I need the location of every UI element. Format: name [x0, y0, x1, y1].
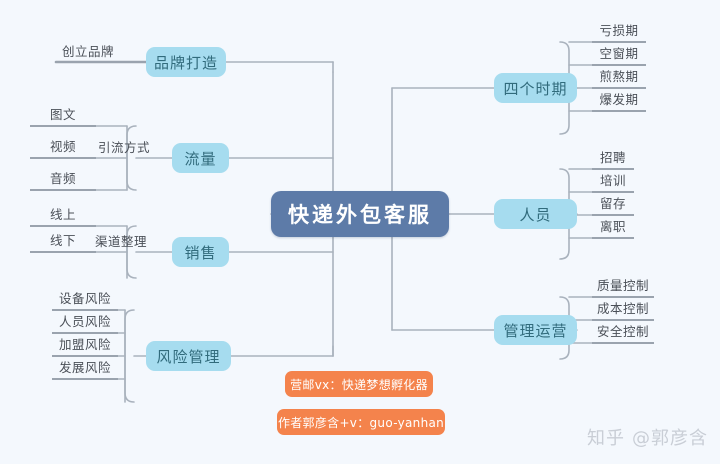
leaf-risk-0[interactable]: 设备风险 — [52, 291, 118, 311]
branch-node-traffic[interactable]: 流量 — [172, 143, 229, 173]
leaf-staff-2[interactable]: 留存 — [592, 196, 634, 216]
leaf-operations-0[interactable]: 质量控制 — [592, 278, 654, 298]
branch-node-operations[interactable]: 管理运营 — [494, 315, 577, 345]
branch-node-sales[interactable]: 销售 — [172, 237, 229, 267]
branch-node-staff[interactable]: 人员 — [494, 199, 577, 229]
branch-node-brand[interactable]: 品牌打造 — [146, 47, 226, 77]
badge-contact-vx[interactable]: 营邮vx：快递梦想孵化器 — [285, 371, 433, 397]
bracket-traffic — [126, 125, 137, 191]
connector-label-brand: 创立品牌 — [62, 44, 115, 59]
leaf-traffic-0[interactable]: 图文 — [30, 107, 96, 127]
leaf-traffic-1[interactable]: 视频 — [30, 139, 96, 159]
leaf-staff-1[interactable]: 培训 — [592, 173, 634, 193]
leaf-staff-3[interactable]: 离职 — [592, 219, 634, 239]
leaf-staff-0[interactable]: 招聘 — [592, 150, 634, 170]
leaf-operations-2[interactable]: 安全控制 — [592, 324, 654, 344]
connector-label-sales: 渠道整理 — [95, 234, 148, 249]
badge-author-wechat[interactable]: 作者郭彦含+v：guo-yanhan — [277, 409, 445, 435]
leaf-periods-0[interactable]: 亏损期 — [592, 23, 646, 43]
branch-node-periods[interactable]: 四个时期 — [494, 73, 577, 103]
bracket-risk — [124, 309, 135, 403]
leaf-periods-2[interactable]: 煎熬期 — [592, 69, 646, 89]
leaf-periods-1[interactable]: 空窗期 — [592, 46, 646, 66]
branch-node-risk[interactable]: 风险管理 — [146, 341, 231, 371]
connector-label-traffic: 引流方式 — [98, 140, 151, 155]
leaf-sales-0[interactable]: 线上 — [30, 207, 96, 227]
leaf-risk-1[interactable]: 人员风险 — [52, 314, 118, 334]
leaf-risk-3[interactable]: 发展风险 — [52, 360, 118, 380]
watermark: 知乎 @郭彦含 — [587, 424, 708, 450]
leaf-risk-2[interactable]: 加盟风险 — [52, 337, 118, 357]
leaf-traffic-2[interactable]: 音频 — [30, 171, 96, 191]
leaf-sales-1[interactable]: 线下 — [30, 233, 96, 253]
watermark-site: 知乎 — [587, 428, 625, 449]
center-node[interactable]: 快递外包客服 — [271, 191, 449, 237]
watermark-handle: @郭彦含 — [632, 428, 708, 449]
leaf-periods-3[interactable]: 爆发期 — [592, 92, 646, 112]
leaf-operations-1[interactable]: 成本控制 — [592, 301, 654, 321]
